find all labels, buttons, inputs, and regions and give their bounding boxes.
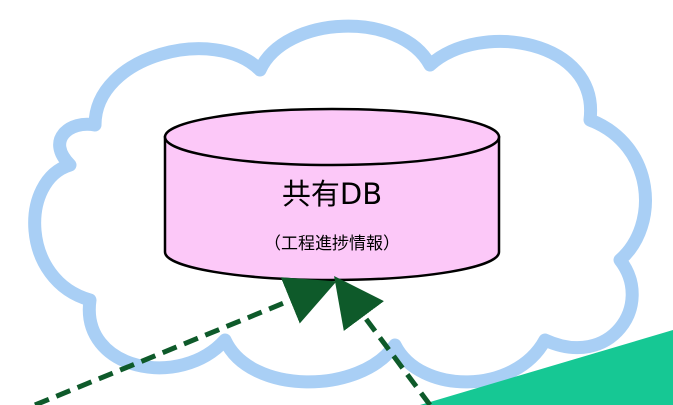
green-panel: [420, 330, 673, 405]
database-top: [163, 107, 501, 167]
database-subtitle: （工程進捗情報）: [264, 234, 400, 254]
left-dashed-arrow: [34, 277, 337, 405]
database-title: 共有DB: [282, 177, 382, 211]
right-dashed-arrow: [334, 275, 433, 405]
database-cylinder: 共有DB （工程進捗情報）: [163, 107, 501, 282]
